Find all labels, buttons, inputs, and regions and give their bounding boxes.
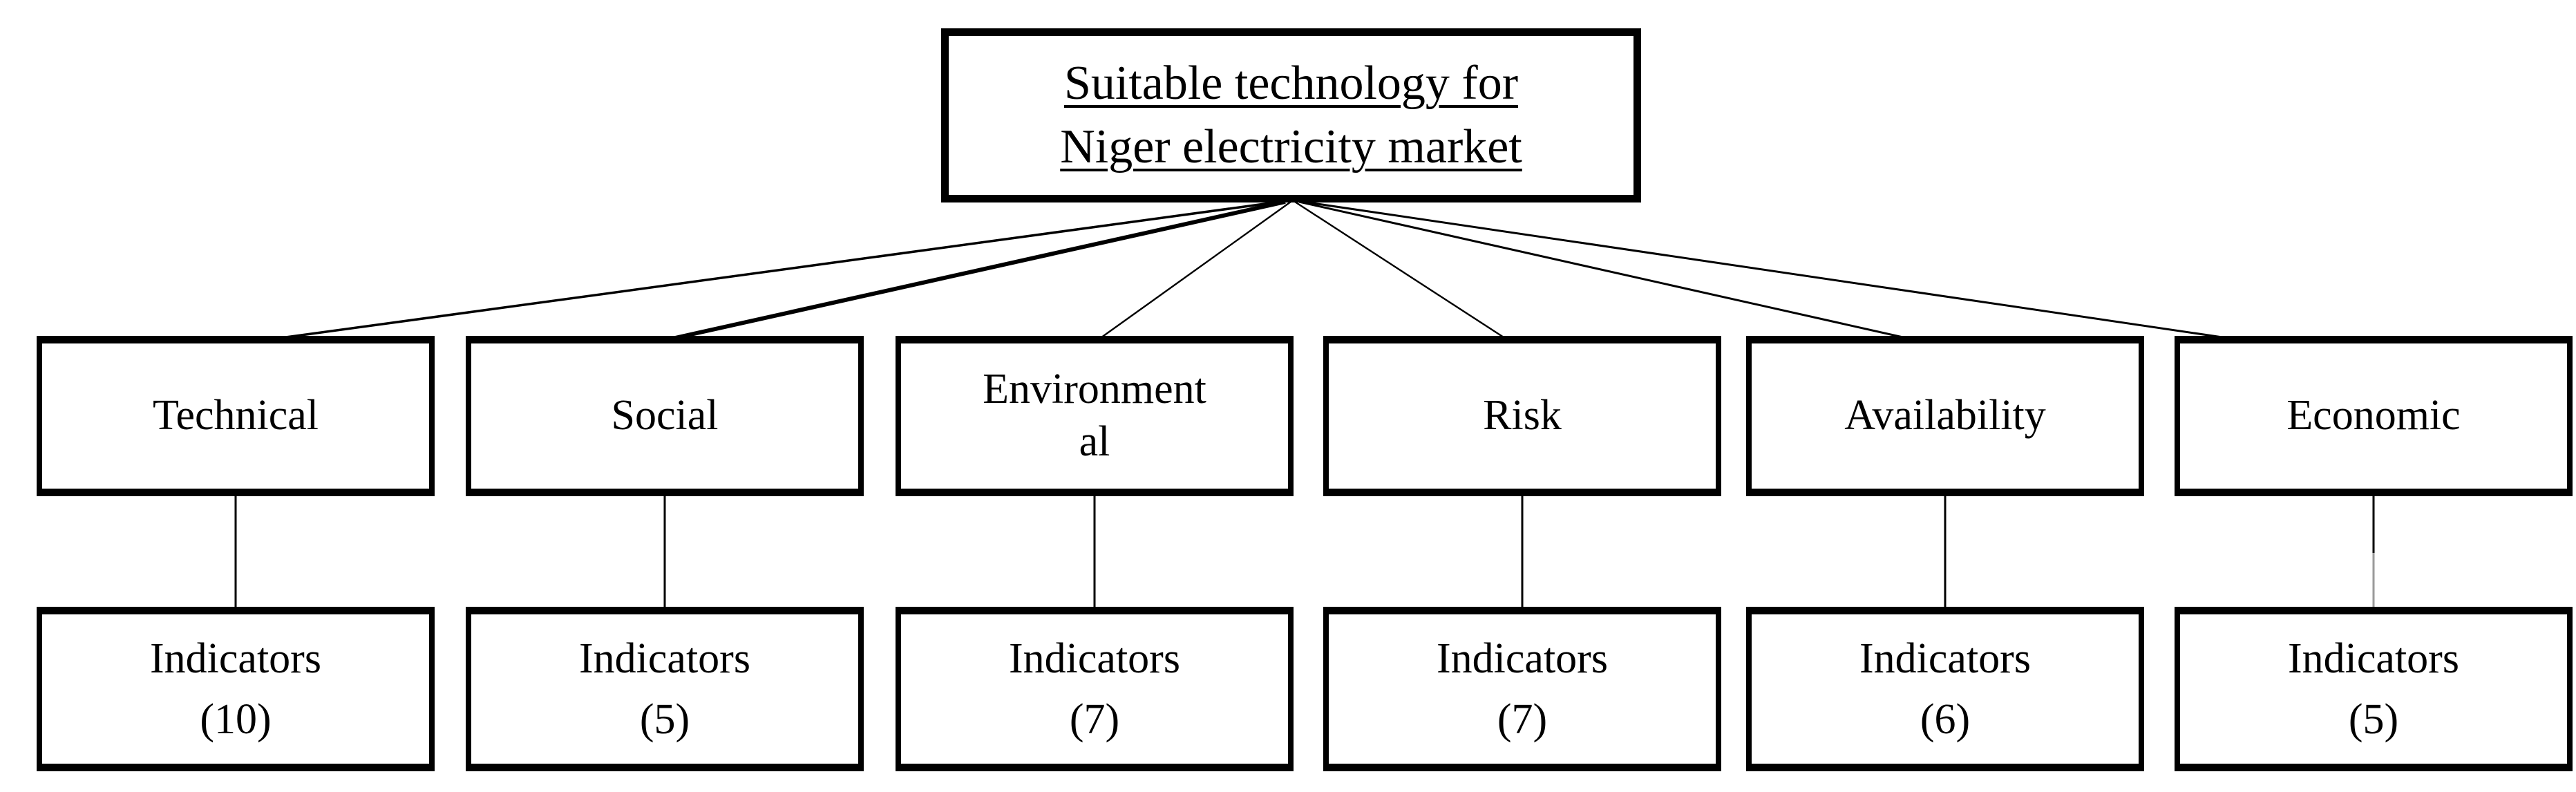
indicator-label: Indicators (5): [579, 634, 750, 743]
category-label: Risk: [1483, 392, 1562, 440]
indicator-node-risk: Indicators (7): [1323, 607, 1721, 771]
category-label: Economic: [2286, 392, 2461, 440]
indicator-label: Indicators (7): [1009, 634, 1180, 743]
indicator-label: Indicators (10): [150, 634, 321, 743]
indicator-node-environmental: Indicators (7): [896, 607, 1294, 771]
indicator-node-availability: Indicators (6): [1746, 607, 2144, 771]
category-node-social: Social: [466, 336, 864, 496]
category-node-technical: Technical: [37, 336, 435, 496]
indicator-node-technical: Indicators (10): [37, 607, 435, 771]
indicator-label: Indicators (5): [2288, 634, 2459, 743]
category-node-availability: Availability: [1746, 336, 2144, 496]
indicator-node-social: Indicators (5): [466, 607, 864, 771]
root-label: Suitable technology for Niger electricit…: [1060, 56, 1522, 173]
category-label: Environment al: [983, 366, 1206, 465]
category-node-environmental: Environment al: [896, 336, 1294, 496]
indicator-label: Indicators (7): [1437, 634, 1608, 743]
category-label: Availability: [1844, 392, 2046, 440]
category-node-economic: Economic: [2175, 336, 2573, 496]
indicator-label: Indicators (6): [1859, 634, 2031, 743]
indicator-node-economic: Indicators (5): [2175, 607, 2573, 771]
category-label: Social: [611, 392, 719, 440]
category-node-risk: Risk: [1323, 336, 1721, 496]
category-label: Technical: [152, 392, 319, 440]
root-node: Suitable technology for Niger electricit…: [941, 28, 1641, 202]
